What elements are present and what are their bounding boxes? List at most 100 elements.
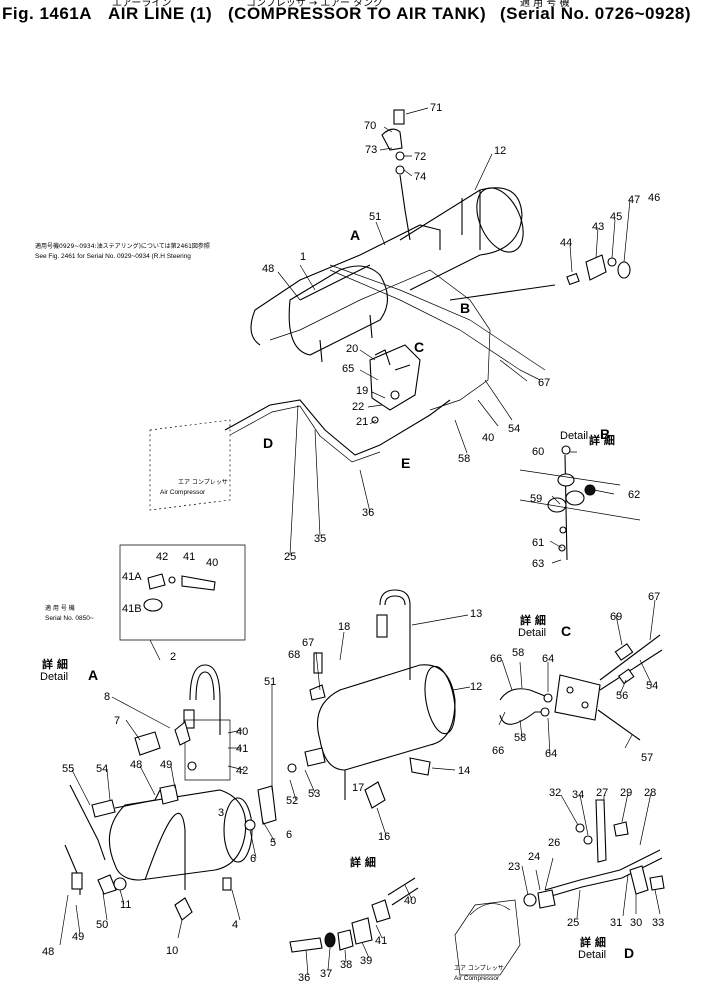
part-41A: 41A [122,571,142,583]
note-steering-en: See Fig. 2461 for Serial No. 0929~0934 (… [35,253,191,260]
air-tank-lower [287,589,456,809]
air-pipe-branch [449,284,556,301]
part-74: 74 [414,171,426,183]
part-64-bottom: 64 [545,748,557,760]
view-letter-a: A [350,227,360,243]
note-steering-jp: 適用号機0929~0934:油ステアリング)については第2461図参照 [35,242,210,250]
part-40-detail-a: 40 [236,726,248,738]
option-box-41 [119,544,246,661]
detail-b-assembly [519,445,641,561]
part-4: 4 [232,919,238,931]
part-23: 23 [508,861,520,873]
part-49-detail-a-top: 49 [160,759,172,771]
part-29: 29 [620,787,632,799]
part-6-right: 6 [286,829,292,841]
air-tank-upper-left [288,264,389,363]
part-6-left: 6 [250,853,256,865]
detail-a-assembly [64,664,277,921]
air-pipe-67 [329,264,546,371]
compressor-label-en-lower: Air Compressor [454,975,500,982]
part-58-detail-c-bottom: 58 [514,732,526,744]
part-71: 71 [430,102,442,114]
detail-b-heading-en: Detail [560,430,589,442]
part-25-upper: 25 [284,551,296,563]
part-14: 14 [458,765,470,777]
part-52: 52 [286,795,298,807]
part-54-upper: 54 [508,423,520,435]
part-44: 44 [560,237,572,249]
detail-c-letter: C [561,623,571,639]
figure-header: Fig. 1461A エアーライン AIR LINE (1) コンプレッサ → … [0,0,709,30]
part-25-detail-d: 25 [567,917,579,929]
view-letter-d: D [263,435,273,451]
part-57: 57 [641,752,653,764]
part-40-upper: 40 [482,432,494,444]
part-41-hose: 41 [375,935,387,947]
compressor-lower [454,899,521,976]
part-16: 16 [378,831,390,843]
part-22: 22 [352,401,364,413]
part-68: 68 [288,649,300,661]
part-69: 69 [610,611,622,623]
view-letter-e: E [401,455,410,471]
view-letter-b: B [460,300,470,316]
detail-d-en: Detail [578,949,606,961]
part-47: 47 [628,194,640,206]
part-26: 26 [548,837,560,849]
part-18: 18 [338,621,350,633]
subtitle-japanese: コンプレッサ → エアー タンク [246,0,384,9]
note-serial-en: Serial No. 0850~ [45,615,94,622]
air-pipe-54 [329,269,541,381]
compressor-label-jp-upper: エア コンプレッサ [178,479,228,486]
part-7: 7 [114,715,120,727]
detail-hose-jp: 詳 細 [350,855,376,869]
detail-d-assembly [523,799,665,909]
part-10: 10 [166,945,178,957]
part-48-upper: 48 [262,263,274,275]
valve-assembly [369,344,421,424]
part-30: 30 [630,917,642,929]
part-36-hose: 36 [298,972,310,984]
part-42-detail-a: 42 [236,765,248,777]
part-48-detail-a: 48 [130,759,142,771]
part-56: 56 [616,690,628,702]
part-73: 73 [365,144,377,156]
figure-subtitle: (COMPRESSOR TO AIR TANK) [228,4,487,23]
air-pipe-40 [269,269,491,411]
part-55: 55 [62,763,74,775]
part-43: 43 [592,221,604,233]
governor [381,109,411,241]
part-8: 8 [104,691,110,703]
detail-a-letter: A [88,667,98,683]
compressor-outline-upper [149,419,231,511]
part-70: 70 [364,120,376,132]
part-38: 38 [340,959,352,971]
compressor-label-en-upper: Air Compressor [160,489,206,496]
part-60: 60 [532,446,544,458]
part-2: 2 [170,651,176,663]
part-51-upper: 51 [369,211,381,223]
part-39: 39 [360,955,372,967]
part-35: 35 [314,533,326,545]
part-51-lower: 51 [264,676,276,688]
air-pipe-48 [250,224,441,346]
part-49-detail-a-bottom: 49 [72,931,84,943]
part-67-upper: 67 [538,377,550,389]
detail-d-jp: 詳 細 [580,935,606,949]
part-45: 45 [610,211,622,223]
part-42-box: 42 [156,551,168,563]
detail-b-jp: 詳 細 [589,433,615,447]
part-3: 3 [218,807,224,819]
part-21: 21 [356,416,368,428]
air-tank-upper [399,187,524,291]
part-19: 19 [356,385,368,397]
part-28: 28 [644,787,656,799]
part-31: 31 [610,917,622,929]
part-17: 17 [352,782,364,794]
part-63: 63 [532,558,544,570]
part-66-bottom: 66 [492,745,504,757]
part-46: 46 [648,192,660,204]
part-5: 5 [270,837,276,849]
part-72: 72 [414,151,426,163]
